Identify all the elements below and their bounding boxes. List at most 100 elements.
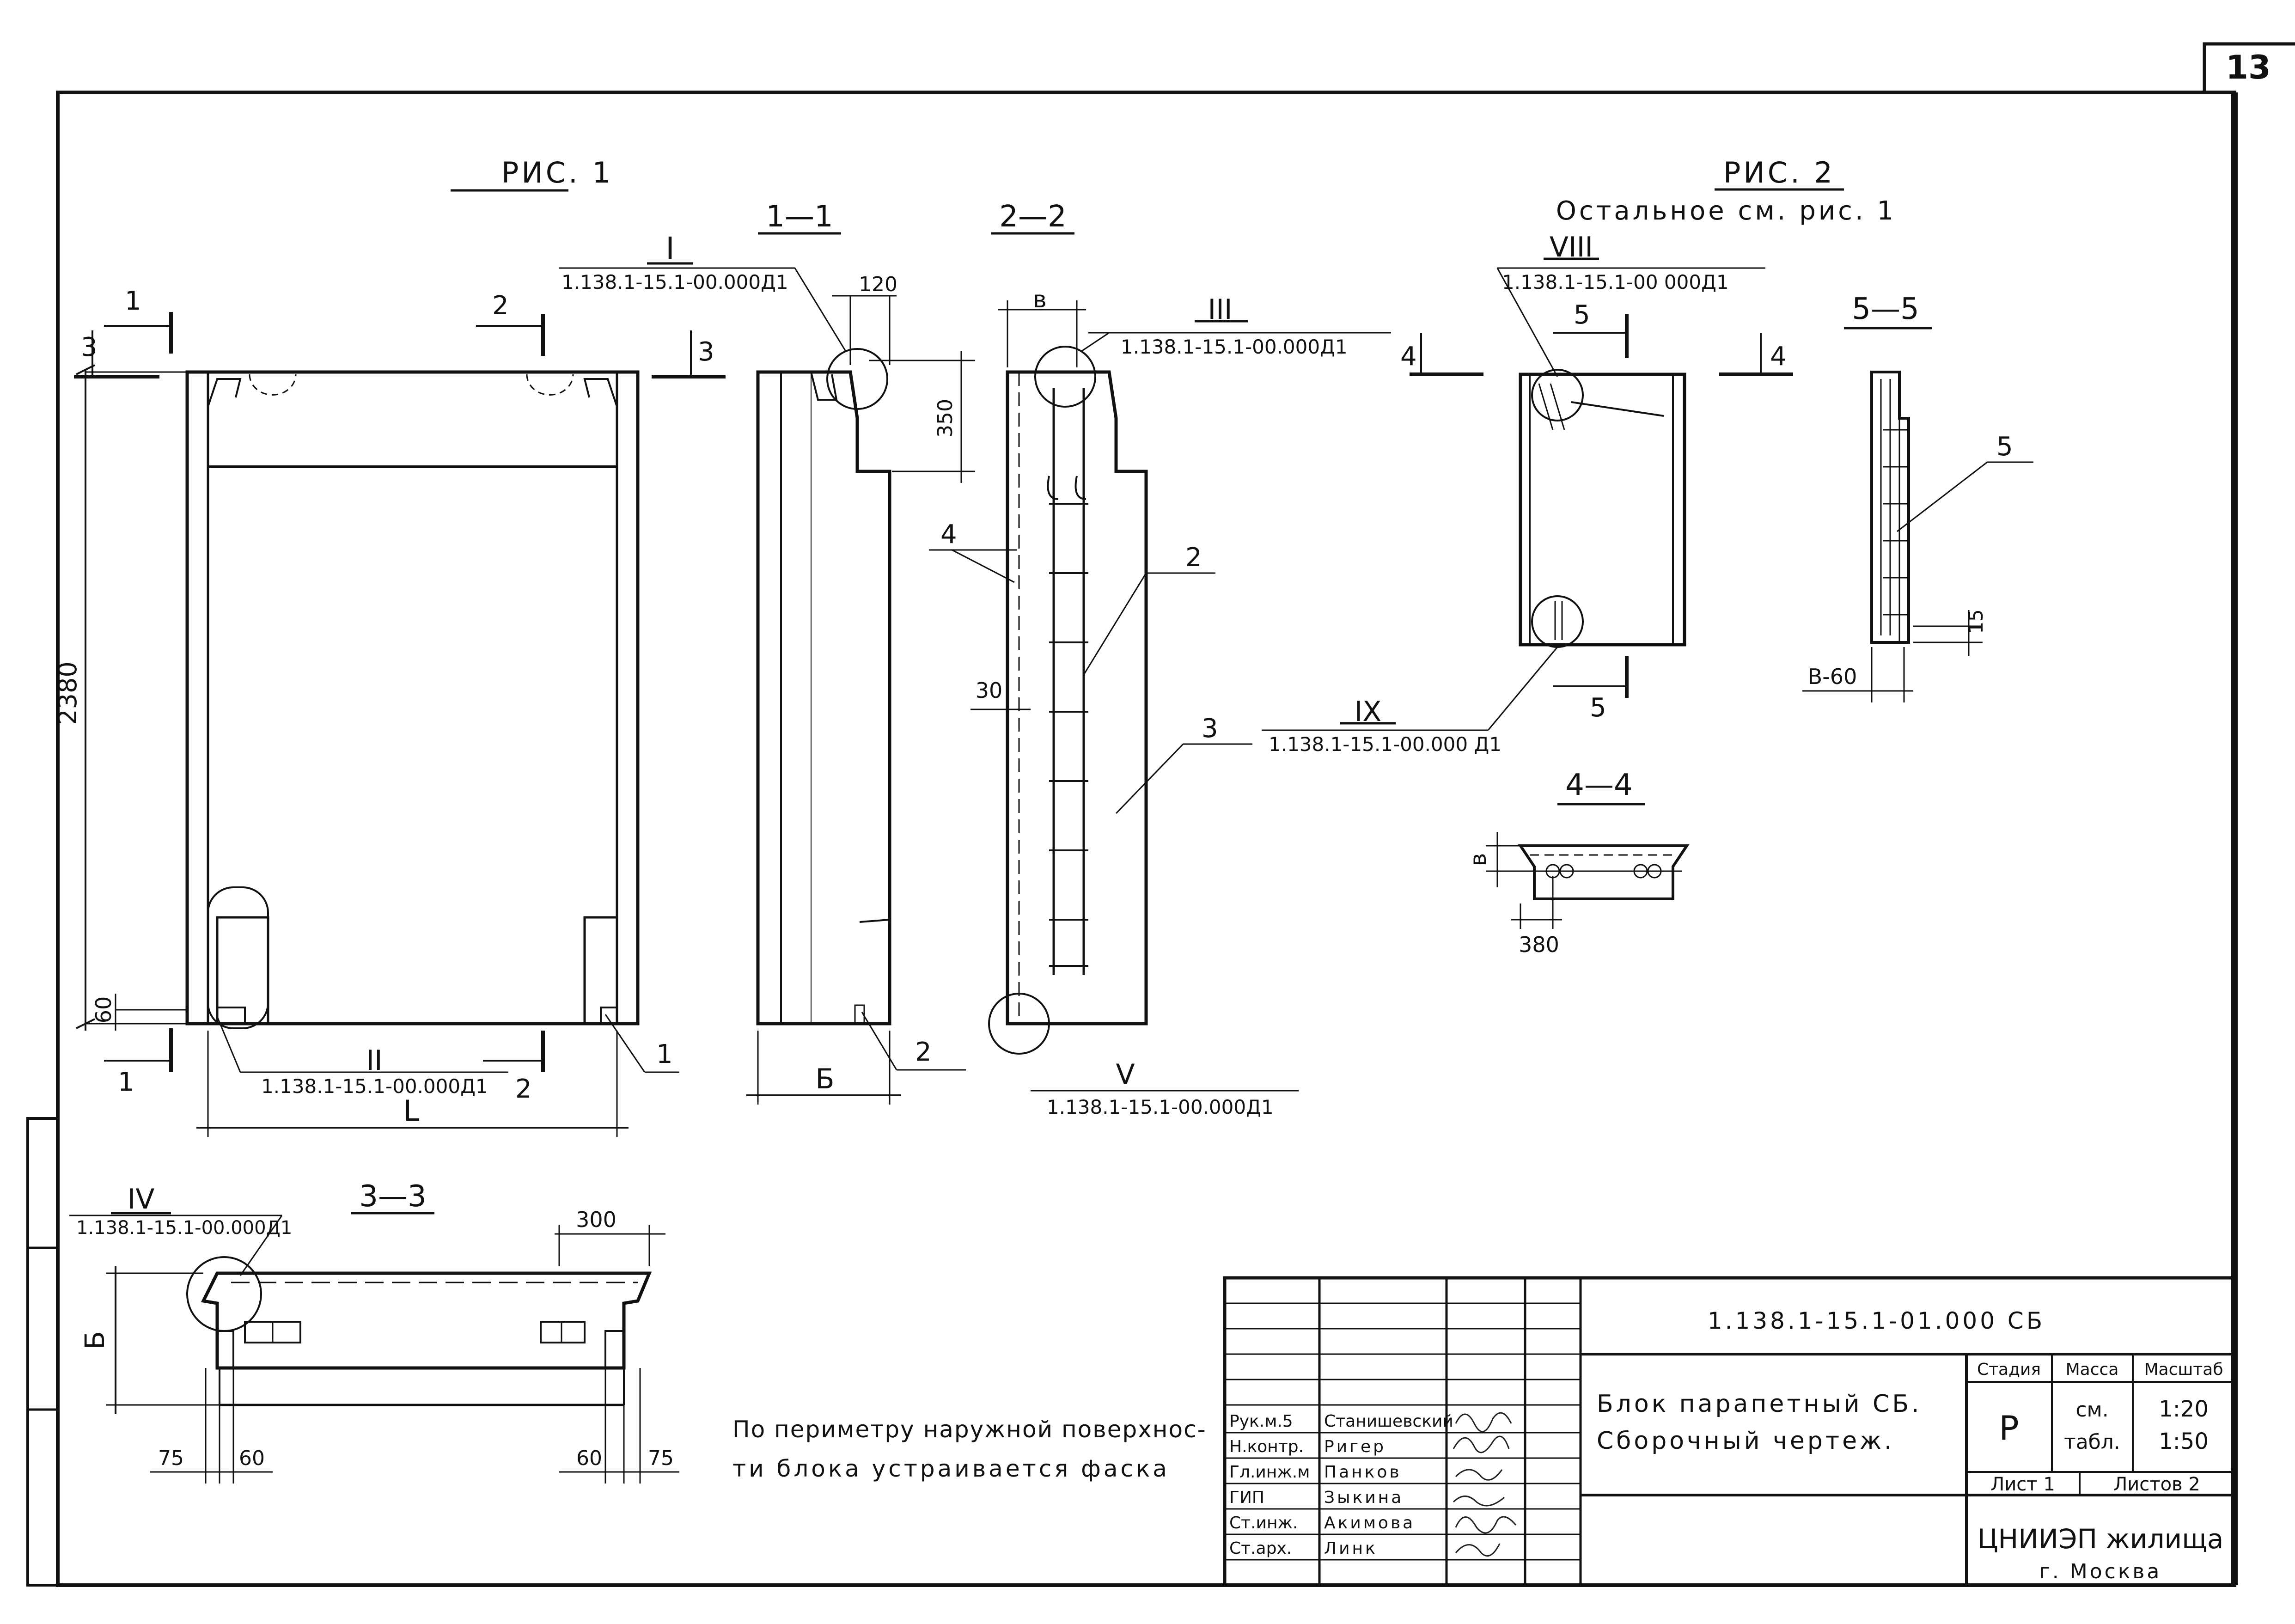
section-4-4-title: 4—4 — [1565, 768, 1632, 802]
col-scale: Масштаб — [2144, 1360, 2223, 1379]
dim-75-left: 75 — [158, 1447, 184, 1470]
node-doc-III: 1.138.1-15.1-00.000Д1 — [1121, 336, 1348, 358]
svg-text:2: 2 — [515, 1074, 532, 1104]
svg-text:5: 5 — [1590, 693, 1606, 723]
mass-line-1: см. — [2075, 1398, 2108, 1422]
position-4: 4 — [929, 519, 1017, 583]
node-doc-IV: 1.138.1-15.1-00.000Д1 — [76, 1217, 292, 1239]
dim-B-60: В-60 — [1808, 664, 1857, 689]
sheet-label: Лист 1 — [1990, 1474, 2055, 1495]
dim-B-33: Б — [79, 1331, 110, 1349]
cut-marker-2-top: 2 — [476, 291, 545, 356]
dim-L: L — [403, 1094, 420, 1128]
position-3: 3 — [1115, 714, 1252, 814]
section-3-3: 3—3 IV 1.138.1-15.1-00.000Д1 300 — [69, 1179, 679, 1484]
sig-role: Н.контр. — [1229, 1437, 1304, 1456]
section-3-3-title: 3—3 — [359, 1179, 426, 1214]
fig2-title: РИС. 2 — [1723, 156, 1835, 189]
dim-60-left: 60 — [91, 996, 116, 1024]
position-2: 2 — [861, 1012, 966, 1071]
sig-role: Ст.арх. — [1229, 1539, 1292, 1558]
node-mark-V: V — [1116, 1058, 1135, 1091]
sig-role: ГИП — [1229, 1488, 1264, 1507]
stage-value: Р — [1999, 1409, 2019, 1447]
scale-line-2: 1:50 — [2159, 1429, 2209, 1454]
section-5-5-title: 5—5 — [1852, 292, 1919, 326]
note-line-2: ти блока устраивается фаска — [732, 1455, 1170, 1482]
dim-380: 380 — [1519, 932, 1559, 957]
node-doc-I: 1.138.1-15.1-00.000Д1 — [562, 271, 788, 293]
sig-name: Ригер — [1324, 1437, 1386, 1456]
sig-name: Линк — [1324, 1539, 1378, 1558]
sheet-number: 13 — [2226, 49, 2271, 86]
sheet-number-box: 13 — [2203, 42, 2295, 92]
node-ref-IX: IX 1.138.1-15.1-00.000 Д1 — [1262, 647, 1558, 756]
col-mass: Масса — [2066, 1360, 2119, 1379]
cut-marker-1-top: 1 — [104, 286, 173, 354]
doc-name-line-2: Сборочный чертеж. — [1597, 1427, 1895, 1455]
position-5: 5 — [1897, 432, 2033, 532]
svg-text:1: 1 — [125, 286, 141, 316]
section-4-4: 4—4 в 380 — [1465, 768, 1690, 957]
sig-name: Зыкина — [1324, 1488, 1404, 1507]
fig2-front-view: РИС. 2 Остальное см. рис. 1 VIII 1.138.1… — [1262, 156, 1893, 756]
svg-text:2: 2 — [915, 1037, 932, 1067]
sig-role: Рук.м.5 — [1229, 1412, 1293, 1431]
svg-text:3: 3 — [81, 332, 98, 362]
cut-marker-2-bottom: 2 — [483, 1031, 545, 1104]
fig1-title: РИС. 1 — [501, 156, 613, 189]
org-line-1: ЦНИИЭП жилища — [1978, 1523, 2224, 1555]
section-1-1-title: 1—1 — [766, 200, 833, 234]
dim-2380: 2380 — [53, 661, 82, 725]
cut-marker-5-top: 5 — [1553, 300, 1629, 358]
cut-marker-3-right: 3 — [652, 330, 726, 379]
node-ref-III: III 1.138.1-15.1-00.000Д1 — [1081, 293, 1391, 358]
svg-text:5: 5 — [1574, 300, 1590, 330]
col-stage: Стадия — [1977, 1360, 2041, 1379]
cut-marker-4-right: 4 — [1719, 333, 1793, 376]
svg-text:4: 4 — [1770, 342, 1787, 372]
dim-15: 15 — [1965, 609, 1987, 634]
dim-350: 350 — [934, 399, 957, 438]
sig-role: Гл.инж.м — [1229, 1463, 1310, 1482]
note-line-1: По периметру наружной поверхнос- — [732, 1416, 1207, 1443]
node-ref-I: I 1.138.1-15.1-00.000Д1 — [559, 231, 847, 352]
node-ref-II: II 1.138.1-15.1-00.000Д1 — [216, 1016, 508, 1098]
node-doc-VIII: 1.138.1-15.1-00 000Д1 — [1502, 271, 1729, 293]
section-1-1: 1—1 120 350 Б 2 — [746, 200, 975, 1105]
dim-B: Б — [815, 1063, 834, 1095]
section-2-2-title: 2—2 — [999, 200, 1066, 234]
cut-marker-3-left: 3 — [74, 330, 159, 379]
cut-marker-1-bottom: 1 — [104, 1028, 173, 1097]
svg-text:2: 2 — [492, 291, 509, 321]
svg-text:5: 5 — [1996, 432, 2013, 462]
svg-text:3: 3 — [1202, 714, 1218, 744]
node-ref-V: V 1.138.1-15.1-00.000Д1 — [1031, 1058, 1299, 1118]
svg-text:3: 3 — [698, 337, 714, 367]
title-block: 1.138.1-15.1-01.000 СБ Блок парапетный С… — [1223, 1276, 2236, 1587]
fig1-front-view: РИС. 1 2380 60 L — [53, 156, 847, 1137]
cut-marker-5-bottom: 5 — [1553, 656, 1629, 723]
node-doc-V: 1.138.1-15.1-00.000Д1 — [1047, 1096, 1274, 1118]
position-2-b: 2 — [1083, 543, 1215, 675]
sig-name: Панков — [1324, 1463, 1402, 1482]
dim-120: 120 — [859, 273, 897, 296]
node-doc-II: 1.138.1-15.1-00.000Д1 — [261, 1075, 488, 1098]
dim-v-44: в — [1465, 853, 1491, 866]
dim-75-right: 75 — [648, 1447, 674, 1470]
node-ref-IV: IV 1.138.1-15.1-00.000Д1 — [69, 1183, 292, 1276]
svg-text:1: 1 — [118, 1067, 134, 1097]
handwritten-signatures — [1453, 1412, 1517, 1557]
svg-text:4: 4 — [940, 519, 957, 549]
section-2-2: 2—2 в 30 III 1. — [929, 200, 1391, 1118]
rebar-ticks — [1049, 503, 1088, 967]
node-mark-II: II — [366, 1044, 382, 1077]
doc-name-line-1: Блок парапетный СБ. — [1597, 1390, 1922, 1418]
svg-text:4: 4 — [1400, 342, 1417, 372]
signature-rows: Рук.м.5 Станишевский Н.контр. Ригер Гл.и… — [1229, 1412, 1453, 1558]
chamfer-note: По периметру наружной поверхнос- ти блок… — [732, 1416, 1207, 1482]
section-5-5: 5—5 5 15 В-60 — [1802, 292, 2033, 702]
node-mark-IV: IV — [128, 1183, 155, 1215]
node-mark-I: I — [665, 231, 674, 266]
